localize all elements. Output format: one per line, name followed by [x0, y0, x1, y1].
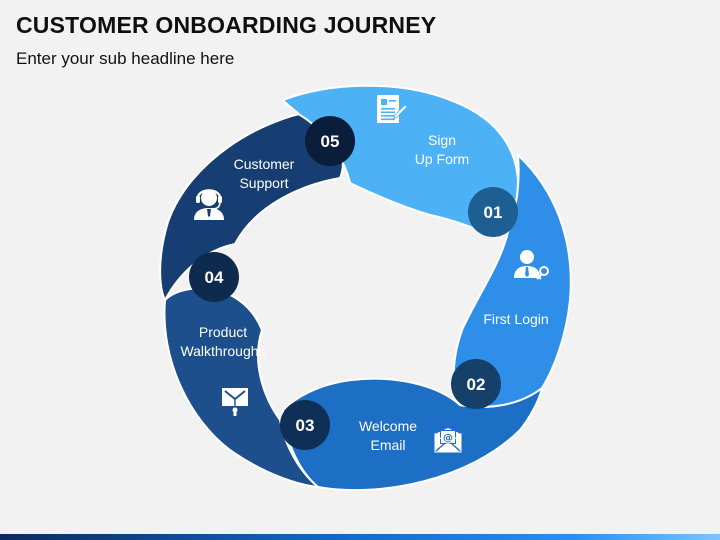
step-number: 03 — [296, 416, 315, 435]
email-icon: @ — [434, 428, 462, 453]
badge-step-03: 03 — [280, 400, 330, 450]
badge-circle — [468, 187, 518, 237]
badge-circle — [280, 400, 330, 450]
bottom-accent-bar — [0, 534, 720, 540]
page-title: CUSTOMER ONBOARDING JOURNEY — [16, 12, 437, 38]
step-number: 01 — [484, 203, 503, 222]
badge-step-02: 02 — [451, 359, 501, 409]
badge-step-01: 01 — [468, 187, 518, 237]
document-icon — [377, 95, 408, 123]
segment-step-05 — [159, 109, 344, 303]
step-number: 05 — [321, 132, 340, 151]
step-label-02: First Login — [483, 311, 548, 327]
step-number: 04 — [205, 268, 224, 287]
badge-circle — [305, 116, 355, 166]
headset-support-icon — [194, 189, 224, 220]
svg-text:@: @ — [443, 433, 453, 444]
badge-step-05: 05 — [305, 116, 355, 166]
badge-circle — [451, 359, 501, 409]
badge-circle — [189, 252, 239, 302]
step-number: 02 — [467, 375, 486, 394]
badge-step-04: 04 — [189, 252, 239, 302]
presentation-icon — [222, 388, 248, 416]
step-number-badges: 01 02 03 04 05 — [189, 116, 518, 450]
user-key-icon — [514, 250, 549, 280]
page-subtitle: Enter your sub headline here — [16, 49, 235, 68]
step-icons: @ — [194, 95, 549, 453]
